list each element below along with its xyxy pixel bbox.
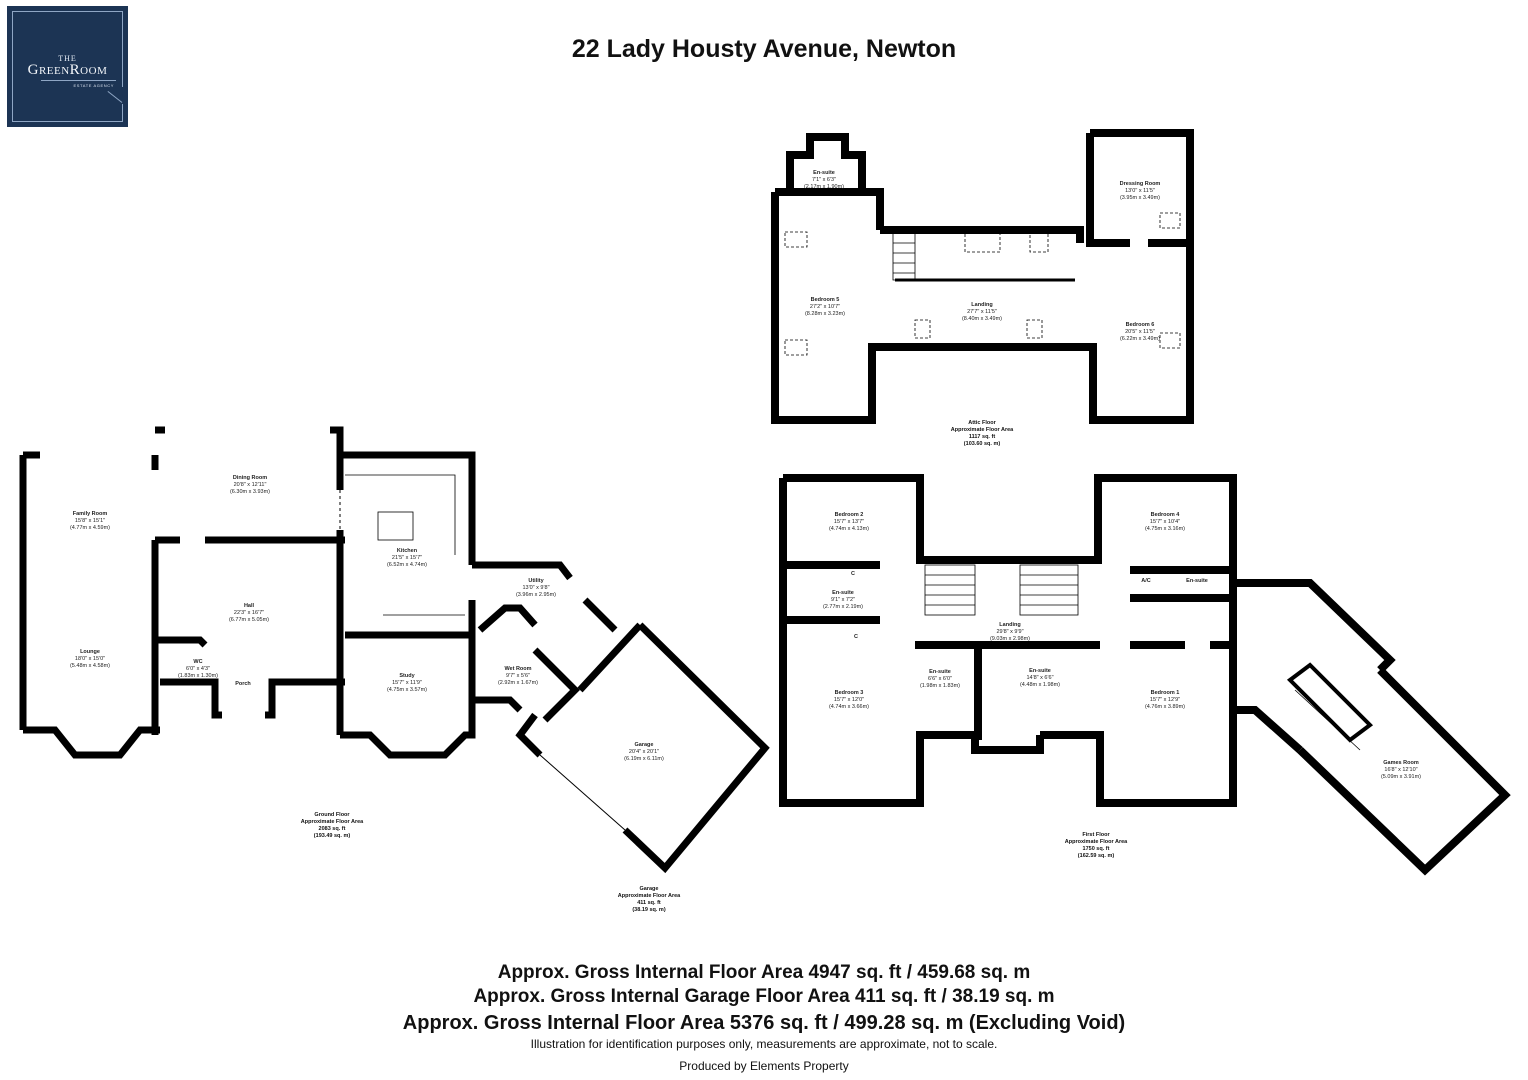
room-label-study: Study 15'7" x 11'9" (4.75m x 3.57m) [386, 673, 428, 693]
attic-skylights [784, 212, 1181, 356]
garage-door-line [539, 754, 626, 831]
room-label-bedroom-2: Bedroom 2 15'7" x 13'7" (4.74m x 4.13m) [828, 512, 870, 532]
logo-frame [12, 11, 123, 122]
room-label-en-suite-bedroom-4: En-suite [1186, 578, 1208, 584]
first-floor-walls [779, 474, 1511, 876]
kitchen-island [377, 511, 414, 541]
room-label-wet-room: Wet Room 9'7" x 5'6" (2.92m x 1.67m) [497, 666, 539, 686]
producer-credit: Produced by Elements Property [679, 1059, 849, 1073]
property-title: 22 Lady Housty Avenue, Newton [571, 35, 957, 63]
stairs [892, 232, 1361, 751]
garage-area: Garage Approximate Floor Area 411 sq. ft… [617, 886, 681, 913]
room-label-family-room: Family Room 15'8" x 15'1" (4.77m x 4.59m… [69, 511, 111, 531]
garage-gross-area: Approx. Gross Internal Garage Floor Area… [473, 986, 1055, 1007]
logo-frame-edge [122, 104, 123, 122]
agency-logo: THE GreenRoom ESTATE AGENCY [7, 6, 128, 127]
attic-floor-area: Attic Floor Approximate Floor Area 1117 … [950, 420, 1014, 447]
room-label-en-suite-bedroom-2: En-suite 9'1" x 7'2" (2.77m x 2.19m) [822, 590, 864, 610]
room-label-bedroom-4: Bedroom 4 15'7" x 10'4" (4.75m x 3.16m) [1144, 512, 1186, 532]
logo-the: THE [58, 54, 77, 63]
disclaimer: Illustration for identification purposes… [530, 1037, 998, 1051]
room-label-bedroom-6: Bedroom 6 20'5" x 11'5" (6.22m x 3.49m) [1119, 322, 1161, 342]
room-label-cupboard: C [854, 634, 858, 640]
first-floor-area: First Floor Approximate Floor Area 1750 … [1064, 832, 1128, 859]
room-label-airing-cupboard: A/C [1141, 578, 1151, 584]
ground-floor-walls [19, 426, 770, 874]
room-label-en-suite-bedroom-1: En-suite 14'8" x 6'6" (4.48m x 1.98m) [1019, 668, 1061, 688]
room-label-games-room: Games Room 16'8" x 12'10" (5.09m x 3.91m… [1380, 760, 1422, 780]
total-gross-area: Approx. Gross Internal Floor Area 5376 s… [402, 1012, 1126, 1034]
logo-subtitle: ESTATE AGENCY [73, 83, 114, 88]
logo-frame-edge [122, 11, 123, 87]
room-label-attic-landing: Landing 27'7" x 11'5" (8.40m x 3.49m) [961, 302, 1003, 322]
room-label-first-landing: Landing 29'8" x 9'9" (9.03m x 2.98m) [989, 622, 1031, 642]
gross-internal-area: Approx. Gross Internal Floor Area 4947 s… [497, 962, 1031, 983]
room-label-lounge: Lounge 18'0" x 15'0" (5.48m x 4.58m) [69, 649, 111, 669]
room-label-bedroom-3: Bedroom 3 15'7" x 12'0" (4.74m x 3.66m) [828, 690, 870, 710]
room-label-en-suite-bedroom-3: En-suite 6'6" x 6'0" (1.98m x 1.83m) [919, 669, 961, 689]
attic-floor-walls [771, 129, 1194, 424]
room-label-kitchen: Kitchen 21'5" x 15'7" (6.52m x 4.74m) [386, 548, 428, 568]
room-label-bedroom-5: Bedroom 5 27'2" x 10'7" (8.28m x 3.23m) [804, 297, 846, 317]
room-label-porch: Porch [235, 681, 251, 687]
room-label-cupboard: C [851, 571, 855, 577]
logo-rule [41, 80, 116, 81]
ground-floor-area: Ground Floor Approximate Floor Area 2083… [300, 812, 364, 839]
room-label-hall: Hall 22'3" x 16'7" (6.77m x 5.05m) [228, 603, 270, 623]
room-label-utility: Utility 13'0" x 9'8" (3.96m x 2.95m) [515, 578, 557, 598]
logo-name: GreenRoom [27, 62, 108, 78]
room-label-garage: Garage 20'4" x 20'1" (6.19m x 6.11m) [624, 742, 664, 762]
room-label-wc: WC 6'0" x 4'3" (1.83m x 1.30m) [177, 659, 219, 679]
room-label-bedroom-1: Bedroom 1 15'7" x 12'9" (4.76m x 3.89m) [1144, 690, 1186, 710]
room-label-dining-room: Dining Room 20'8" x 12'11" (6.30m x 3.93… [229, 475, 271, 495]
room-label-attic-en-suite: En-suite 7'1" x 6'3" (2.17m x 1.90m) [803, 170, 845, 190]
room-label-dressing-room: Dressing Room 13'0" x 11'5" (3.95m x 3.4… [1119, 181, 1161, 201]
